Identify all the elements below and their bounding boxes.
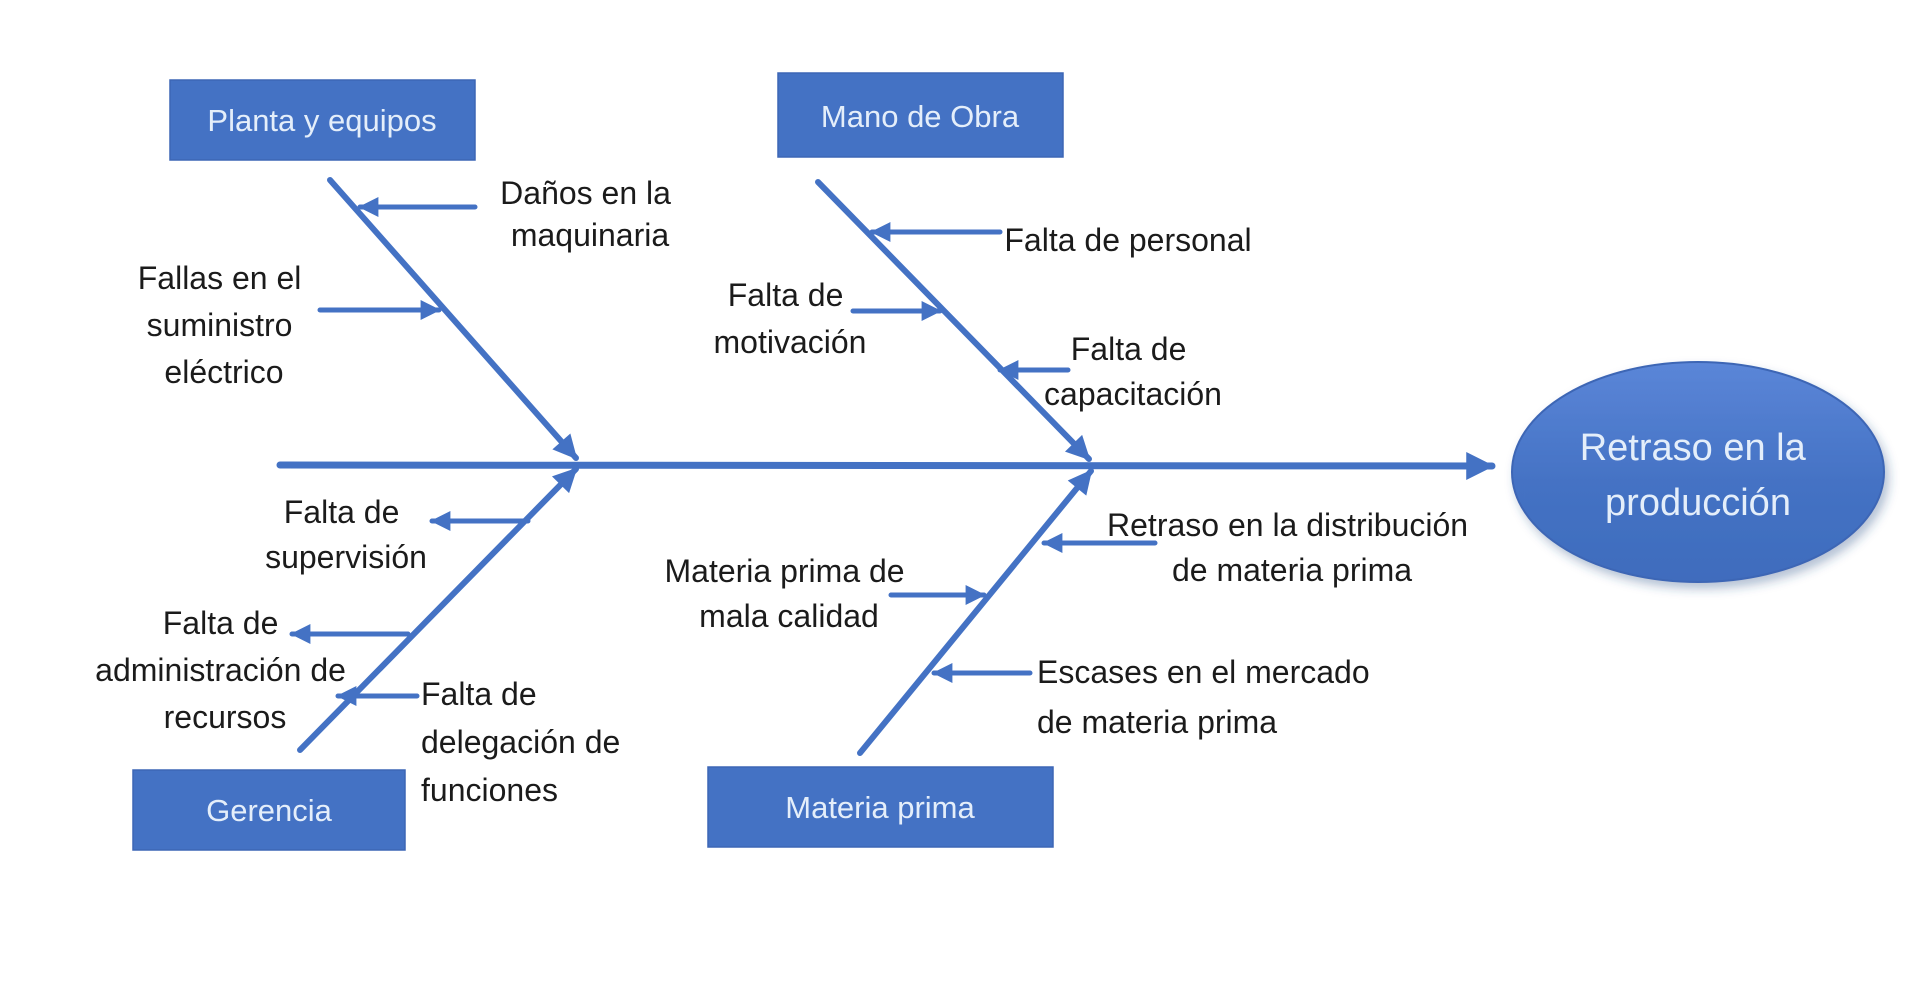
cause-motivacion-line1: Falta de (728, 277, 844, 313)
category-box-materia (707, 766, 1054, 848)
category-label-mano: Mano de Obra (821, 99, 1020, 134)
branch-materia-prima (857, 468, 1094, 756)
branch-planta-y-equipos (327, 177, 579, 461)
spine-arrow (276, 451, 1496, 480)
cause-label-retraso-distribucion: Retraso en la distribución de materia pr… (1107, 507, 1477, 588)
cause-retraso-distribucion-line1: Retraso en la distribución (1107, 507, 1468, 543)
cause-mala-calidad-line2: mala calidad (699, 598, 879, 634)
cause-capacitacion-line1: Falta de (1071, 331, 1187, 367)
cause-administracion-line3: recursos (164, 699, 287, 735)
cause-escases-line2: de materia prima (1037, 704, 1277, 740)
cause-administracion-line2: administración de (95, 652, 346, 688)
cause-fallas-line3: eléctrico (164, 354, 283, 390)
effect-label-line2: producción (1605, 482, 1791, 524)
cause-mala-calidad-line1: Materia prima de (665, 553, 905, 589)
branch-mano-de-obra (815, 179, 1092, 462)
category-box-planta (169, 79, 476, 161)
effect-ellipse (1511, 361, 1885, 583)
effect-label-line1: Retraso en la (1580, 427, 1807, 469)
effect-label: Retraso en la producción (1580, 427, 1817, 524)
cause-fallas-line1: Fallas en el (138, 260, 302, 296)
cause-danos-line1: Daños en la (500, 175, 671, 211)
category-label-gerencia: Gerencia (206, 793, 333, 828)
category-mano-de-obra: Mano de Obra (777, 72, 1064, 158)
cause-label-mala-calidad: Materia prima de mala calidad (665, 553, 914, 634)
cause-delegacion-line2: delegación de (421, 724, 620, 760)
cause-motivacion-line2: motivación (714, 324, 867, 360)
cause-label-capacitacion: Falta de capacitación (1044, 331, 1222, 412)
cause-delegacion-line3: funciones (421, 772, 558, 808)
category-box-mano (777, 72, 1064, 158)
cause-label-supervision: Falta de supervisión (265, 494, 427, 575)
cause-label-motivacion: Falta de motivación (714, 277, 867, 360)
cause-label-escases: Escases en el mercado de materia prima (1037, 654, 1379, 740)
category-box-gerencia (132, 769, 406, 851)
cause-supervision-line2: supervisión (265, 539, 427, 575)
cause-label-personal: Falta de personal (1004, 222, 1251, 258)
cause-danos-line2: maquinaria (511, 217, 670, 253)
cause-capacitacion-line2: capacitación (1044, 376, 1222, 412)
cause-label-administracion: Falta de administración de recursos (95, 605, 355, 735)
category-planta-y-equipos: Planta y equipos (169, 79, 476, 161)
category-label-materia: Materia prima (785, 790, 975, 825)
cause-fallas-line2: suministro (147, 307, 293, 343)
cause-personal-line1: Falta de personal (1004, 222, 1251, 258)
category-materia-prima: Materia prima (707, 766, 1054, 848)
cause-delegacion-line1: Falta de (421, 676, 537, 712)
cause-label-danos: Daños en la maquinaria (500, 175, 680, 253)
effect-node: Retraso en la producción (1511, 361, 1885, 583)
cause-label-fallas: Fallas en el suministro eléctrico (138, 260, 311, 390)
cause-label-delegacion: Falta de delegación de funciones (421, 676, 629, 808)
cause-escases-line1: Escases en el mercado (1037, 654, 1370, 690)
cause-retraso-distribucion-line2: de materia prima (1172, 552, 1412, 588)
category-label-planta: Planta y equipos (207, 103, 436, 138)
cause-supervision-line1: Falta de (284, 494, 400, 530)
cause-administracion-line1: Falta de (163, 605, 279, 641)
category-gerencia: Gerencia (132, 769, 406, 851)
